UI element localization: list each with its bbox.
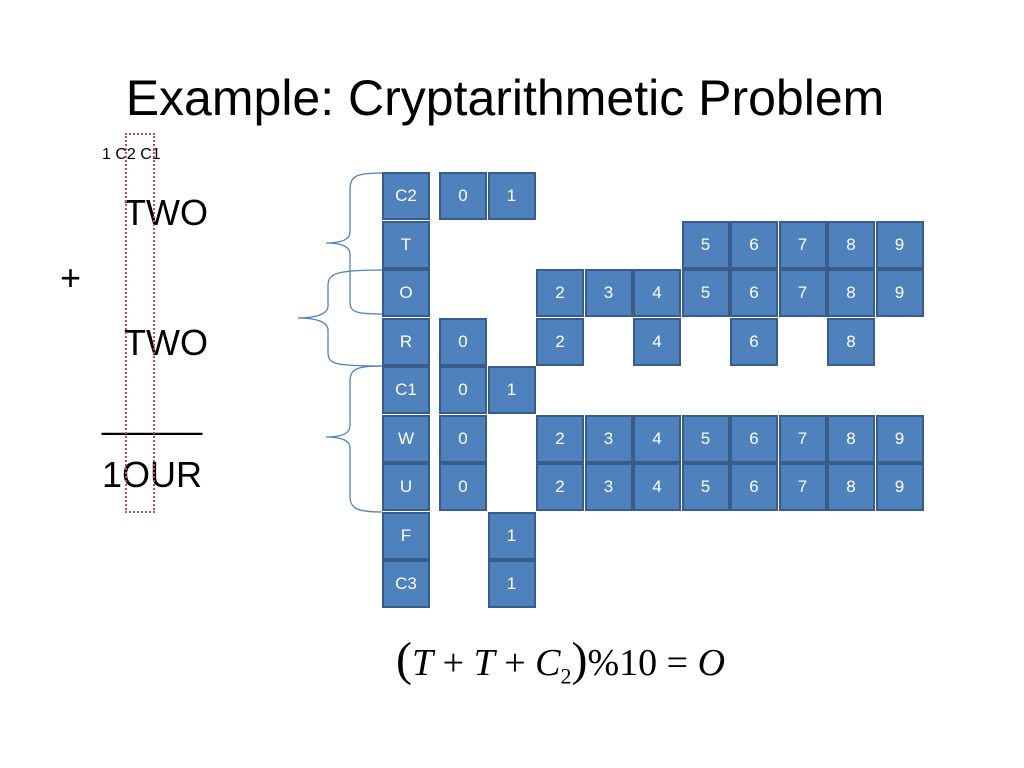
domain-variable-c3: C3 [382,560,430,608]
equation-plus-2: + [504,642,526,684]
domain-cell-w-6: 6 [730,414,778,463]
domain-cell-c3-1: 1 [487,560,536,608]
domain-cell-u-3: 3 [584,463,633,511]
domain-cell-u-8: 8 [827,463,875,511]
domain-cell-t-9: 9 [875,220,924,269]
domain-cell-r-2: 2 [536,317,584,366]
domain-cell-t-5: 5 [681,220,730,269]
domain-cell-t-6: 6 [730,220,778,269]
domain-cell-o-4: 4 [633,269,681,317]
domain-cell-r-8: 8 [827,317,875,366]
domain-cell-u-9: 9 [875,463,924,511]
constraint-equation: (T + T + C2)%10 = O [396,636,725,701]
domain-cell-o-3: 3 [584,269,633,317]
domain-cell-r-6: 6 [730,317,778,366]
sum-rule: _____ [102,395,203,436]
domain-variable-f: F [382,511,430,560]
equation-rhs: O [697,642,726,684]
domain-cell-w-4: 4 [633,414,681,463]
addend-2: TWO [124,322,208,363]
domain-cell-w-0: 0 [439,414,487,463]
domain-cell-t-7: 7 [778,220,827,269]
equation-c: C [535,642,561,684]
slide-title: Example: Cryptarithmetic Problem [125,70,885,126]
domain-cell-r-4: 4 [633,317,681,366]
domain-variable-u: U [382,463,430,511]
domain-cell-o-8: 8 [827,269,875,317]
equation-t1: T [411,642,434,684]
domain-cell-o-5: 5 [681,269,730,317]
domain-variable-t: T [382,220,430,269]
domain-cell-w-3: 3 [584,414,633,463]
equation-mod: %10 [587,642,658,684]
domain-cell-u-6: 6 [730,463,778,511]
domain-cell-c2-0: 0 [439,172,487,220]
carry-column-highlight [125,133,155,513]
domain-cell-f-1: 1 [487,511,536,560]
domain-cell-w-5: 5 [681,414,730,463]
plus-operator: + [60,257,82,298]
addend-1: TWO [124,192,208,233]
domain-cell-t-8: 8 [827,220,875,269]
carry-header: 1 C2 C1 [102,146,161,163]
domain-cell-o-2: 2 [536,269,584,317]
equation-close-paren: ) [571,633,588,686]
domain-cell-w-9: 9 [875,414,924,463]
domain-variable-o: O [382,269,430,317]
domain-cell-o-6: 6 [730,269,778,317]
domain-cell-o-9: 9 [875,269,924,317]
equation-plus-1: + [442,642,465,684]
domain-cell-w-8: 8 [827,414,875,463]
sum-result: 1OUR [102,454,203,495]
domain-cell-w-7: 7 [778,414,827,463]
domain-variable-w: W [382,414,430,463]
brace-t-o-r [297,269,383,367]
brace-c1-w-u [325,365,383,513]
domain-variable-c2: C2 [382,172,430,220]
equation-t2: T [473,642,495,684]
equation-c-subscript: 2 [560,663,572,689]
domain-cell-o-7: 7 [778,269,827,317]
domain-cell-u-0: 0 [439,463,487,511]
equation-open-paren: ( [396,633,412,686]
domain-cell-u-5: 5 [681,463,730,511]
domain-variable-c1: C1 [382,366,430,414]
domain-cell-c1-1: 1 [487,366,536,414]
domain-cell-c1-0: 0 [439,366,487,414]
equation-equals: = [666,642,689,684]
domain-cell-u-4: 4 [633,463,681,511]
brace-c2-t-o [325,172,383,315]
domain-cell-u-2: 2 [536,463,584,511]
domain-cell-c2-1: 1 [487,172,536,220]
domain-cell-u-7: 7 [778,463,827,511]
domain-variable-r: R [382,317,430,366]
domain-cell-w-2: 2 [536,414,584,463]
domain-cell-r-0: 0 [439,317,487,366]
